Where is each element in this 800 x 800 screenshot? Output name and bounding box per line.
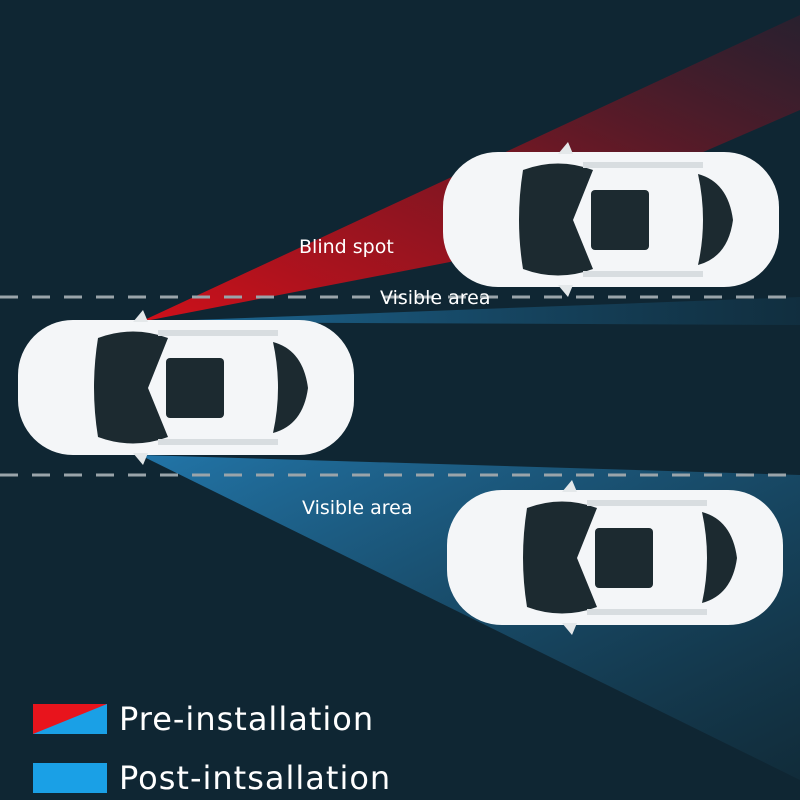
legend-label: Post-intsallation <box>119 759 392 797</box>
post-installation-swatch <box>33 763 107 793</box>
visible-area-label-top: Visible area <box>380 287 491 309</box>
visible-area-beam-top <box>140 297 800 325</box>
blind-spot-label: Blind spot <box>299 236 394 258</box>
car-main <box>18 310 354 465</box>
legend-item-pre: Pre-installation <box>33 700 374 738</box>
visible-area-label-bottom: Visible area <box>302 497 413 519</box>
legend-item-post: Post-intsallation <box>33 759 391 797</box>
car-top <box>443 142 779 297</box>
legend-label: Pre-installation <box>119 700 375 738</box>
car-bottom <box>447 480 783 635</box>
pre-installation-swatch <box>33 704 107 734</box>
